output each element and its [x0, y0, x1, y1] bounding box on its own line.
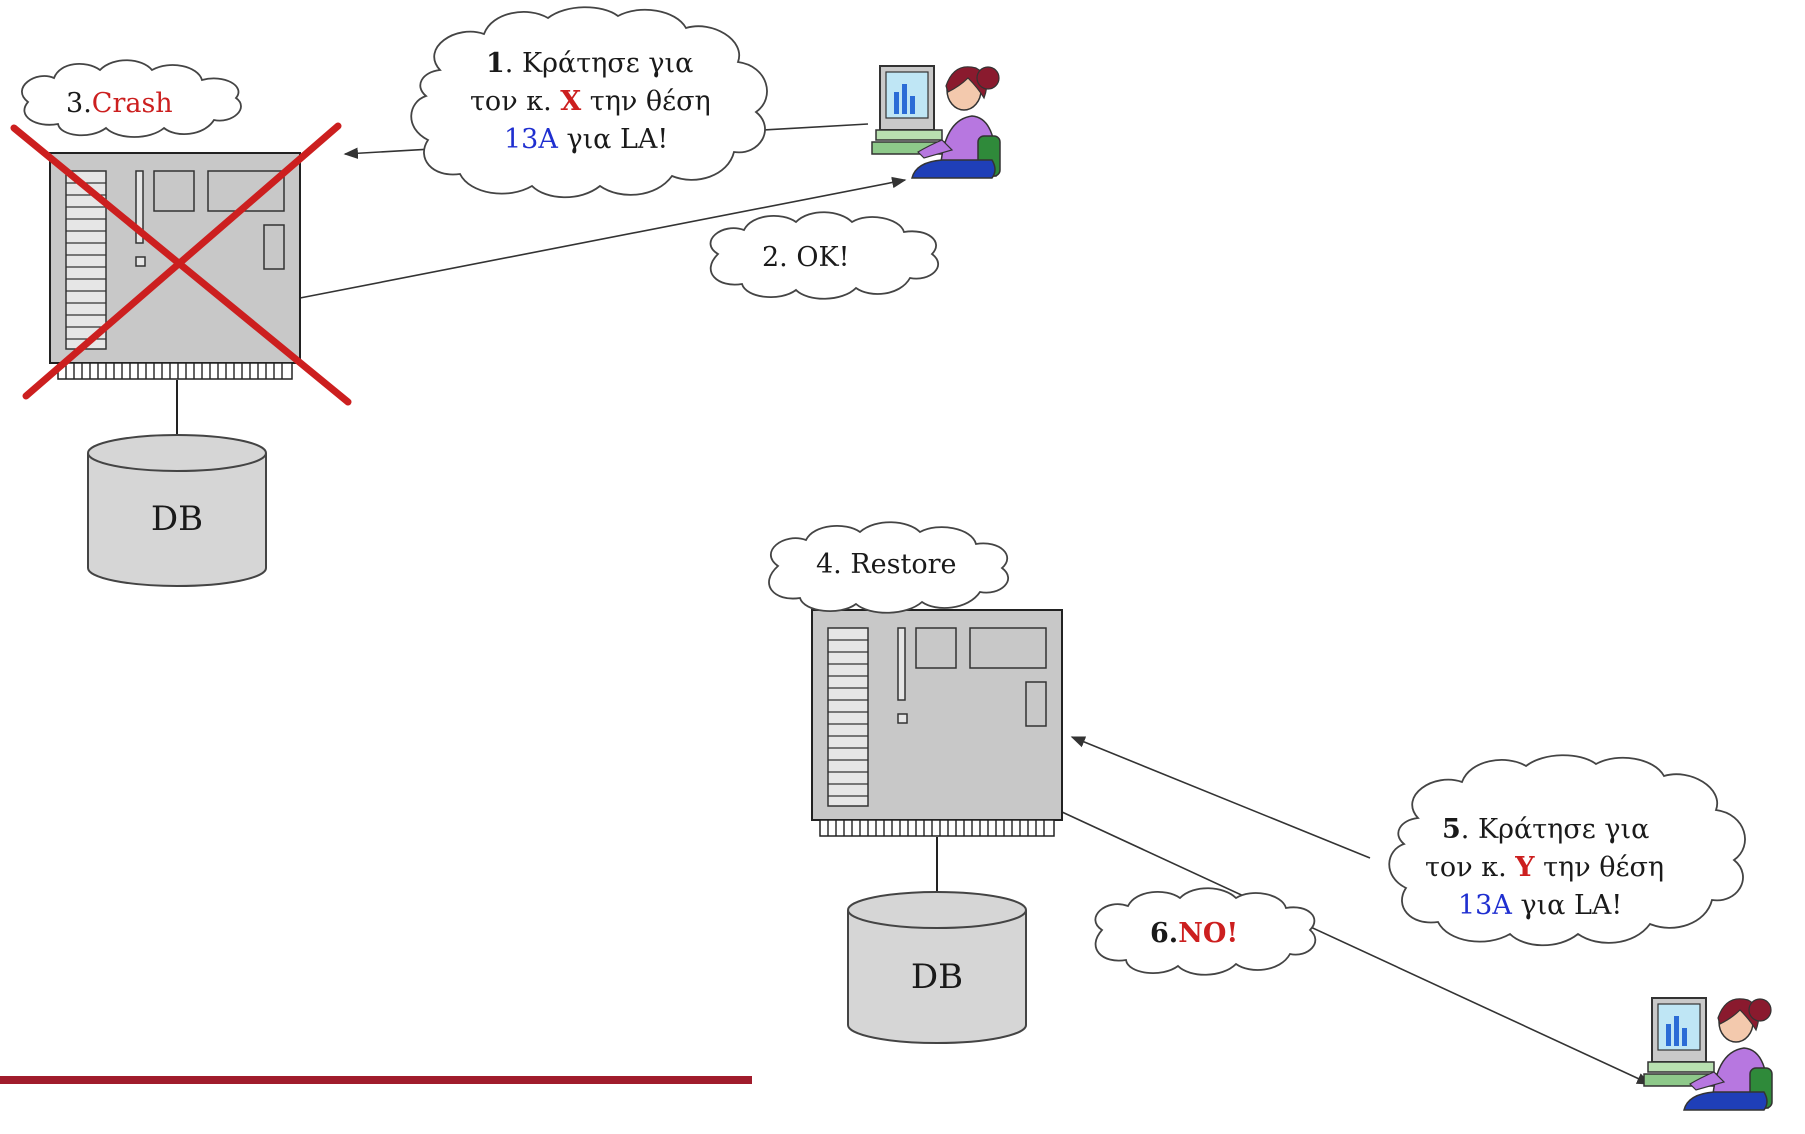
cloud-bubble-icon — [1094, 887, 1317, 976]
crash-x-icon — [10, 122, 352, 406]
bubble-request-5-line3: 13A για LA! — [1458, 890, 1622, 921]
cloud-bubble-icon — [768, 521, 1009, 614]
bubble-restore-text: 4. Restore — [816, 549, 957, 580]
cloud-bubble-icon — [709, 211, 939, 300]
bubble-ok-text: 2. OK! — [762, 242, 850, 273]
user-at-computer-icon — [871, 65, 1001, 179]
bubble-crash-text: 3.Crash — [66, 88, 173, 119]
bottom-rule — [0, 1076, 752, 1084]
db-label-2: DB — [911, 957, 963, 997]
cloud-bubble-icon — [21, 59, 242, 138]
bubble-request-5-line2: τον κ. Y την θέση — [1425, 852, 1664, 883]
database-icon — [87, 434, 267, 587]
server-icon — [811, 609, 1063, 837]
bubble-request-1-line3: 13A για LA! — [504, 124, 668, 155]
db-label-1: DB — [151, 499, 203, 539]
arrow-response-6 — [1061, 811, 1652, 1085]
bubble-no-text: 6.NO! — [1150, 918, 1238, 949]
bubble-request-5-line1: 5. Κράτησε για — [1442, 814, 1649, 845]
bubble-request-1-line1: 1. Κράτησε για — [486, 48, 693, 79]
user-at-computer-icon — [1643, 997, 1773, 1111]
arrow-request-5 — [1070, 736, 1371, 859]
database-icon — [847, 891, 1027, 1044]
cloud-bubble-icon — [1388, 754, 1746, 947]
arrow-response-2 — [299, 176, 907, 299]
bubble-request-1-line2: τον κ. X την θέση — [470, 86, 711, 117]
cloud-bubble-icon — [410, 6, 768, 199]
